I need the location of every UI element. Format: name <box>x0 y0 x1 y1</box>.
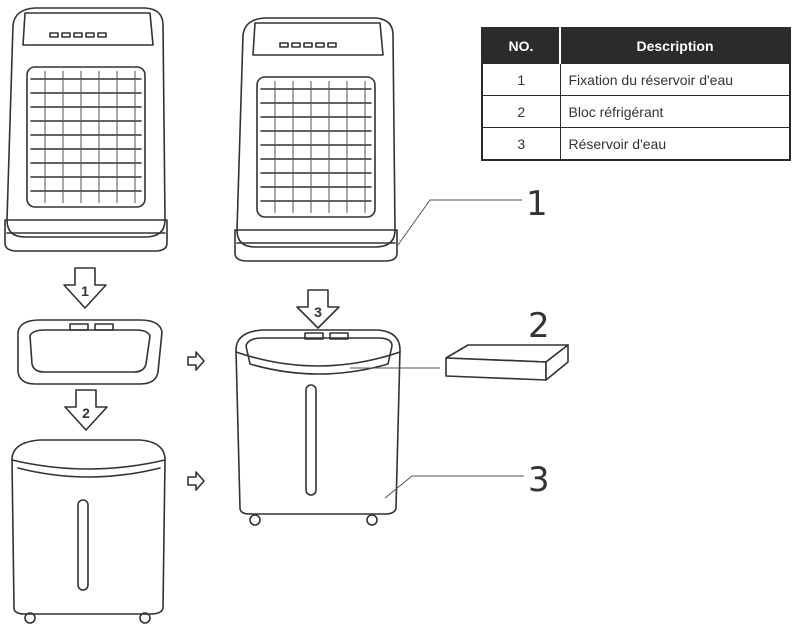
control-button <box>49 32 59 38</box>
table-header-row: NO. Description <box>482 28 790 64</box>
cooling-block <box>445 344 569 381</box>
callout-2: 2 <box>528 306 550 346</box>
leader-line-3 <box>384 475 524 499</box>
unit-base <box>4 219 168 252</box>
step-arrow-label: 2 <box>82 405 90 421</box>
cell-description: Fixation du réservoir d'eau <box>559 63 791 96</box>
control-panel <box>252 22 384 56</box>
callout-1: 1 <box>526 184 548 224</box>
air-cooler-unit-right <box>234 17 398 262</box>
water-tank-assembled <box>235 329 401 526</box>
step-arrow-label: 1 <box>81 283 89 299</box>
leader-line-1 <box>397 199 522 246</box>
control-button <box>97 32 107 38</box>
cell-description: Bloc réfrigérant <box>559 95 791 128</box>
cell-no: 3 <box>481 127 561 161</box>
control-button <box>303 42 313 48</box>
header-no: NO. <box>482 28 561 64</box>
control-button <box>291 42 301 48</box>
control-panel <box>22 12 154 46</box>
control-button <box>85 32 95 38</box>
cell-description: Réservoir d'eau <box>559 127 791 161</box>
front-grille <box>256 76 376 218</box>
control-button <box>73 32 83 38</box>
unit-body <box>236 17 396 248</box>
control-button <box>61 32 71 38</box>
air-cooler-unit-left <box>4 7 168 252</box>
front-grille <box>26 66 146 208</box>
control-button <box>315 42 325 48</box>
arrow-right-icon <box>187 471 205 491</box>
step-arrow-label: 3 <box>314 304 322 320</box>
water-tank-left <box>11 439 166 624</box>
step-arrow-3: 3 <box>296 289 340 329</box>
header-description: Description <box>560 28 790 64</box>
step-arrow-1: 1 <box>63 267 107 309</box>
cell-no: 1 <box>481 63 561 96</box>
arrow-right-icon <box>187 351 205 371</box>
cell-no: 2 <box>481 95 561 128</box>
step-arrow-2: 2 <box>64 389 108 431</box>
water-tank-fixation-tray <box>17 319 163 385</box>
callout-3: 3 <box>528 460 550 500</box>
unit-base <box>234 229 398 262</box>
unit-body <box>6 7 166 238</box>
control-button <box>327 42 337 48</box>
control-button <box>279 42 289 48</box>
